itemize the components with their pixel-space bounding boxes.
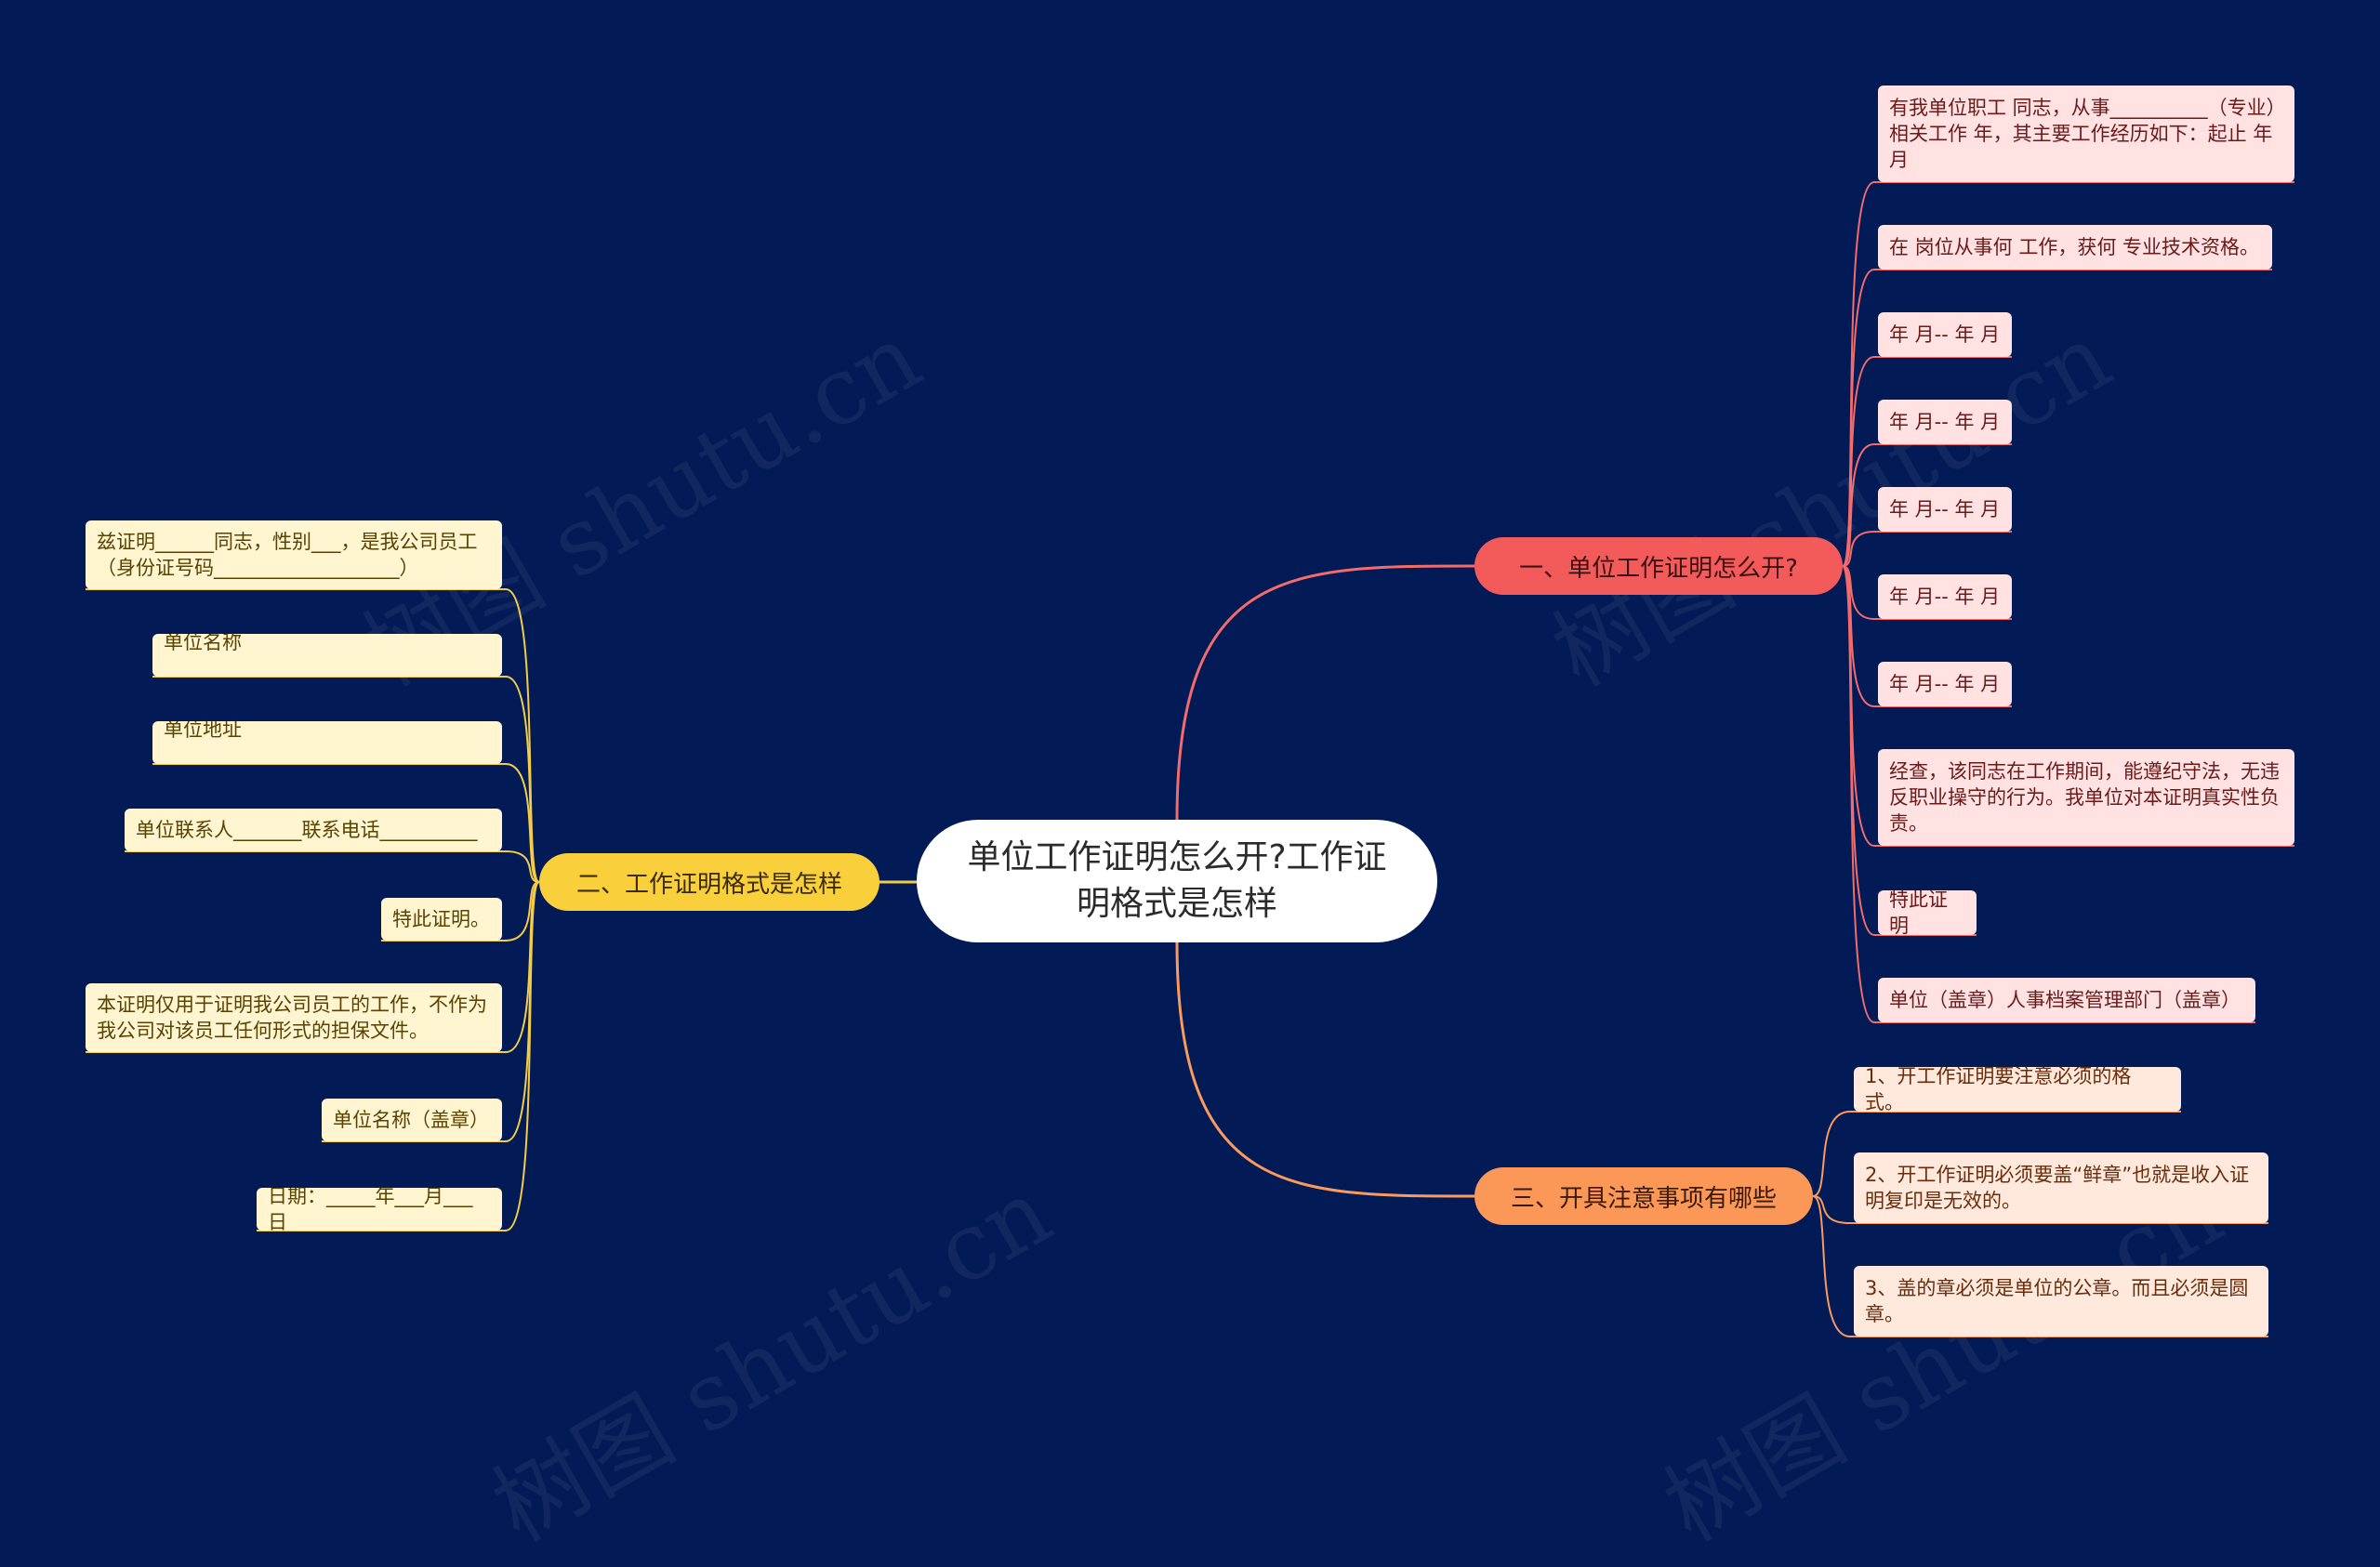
branch-notes[interactable]: 三、开具注意事项有哪些 <box>1474 1167 1813 1225</box>
leaf-item[interactable]: 1、开工作证明要注意必须的格式。 <box>1854 1067 2181 1112</box>
link-leaf <box>152 676 540 883</box>
link-leaf <box>1812 1195 2268 1337</box>
link-leaf <box>1842 565 2012 707</box>
link-leaf <box>125 850 540 883</box>
branch-how-to-issue[interactable]: 一、单位工作证明怎么开? <box>1474 537 1843 595</box>
mindmap-canvas: 树图 shutu.cn 树图 shutu.cn 树图 shutu.cn 树图 s… <box>86 86 2294 1562</box>
leaf-item[interactable]: 本证明仅用于证明我公司员工的工作，不作为我公司对该员工任何形式的担保文件。 <box>86 983 502 1052</box>
link-leaf <box>152 763 540 883</box>
leaf-item[interactable]: 单位联系人_______联系电话__________ <box>125 809 502 851</box>
link-root-branch1 <box>1175 564 1475 821</box>
leaf-item[interactable]: 2、开工作证明必须要盖“鲜章”也就是收入证明复印是无效的。 <box>1854 1152 2268 1223</box>
link-leaf <box>1842 443 2012 567</box>
link-leaf <box>1842 565 2255 1023</box>
leaf-item[interactable]: 日期：_____年___月___日 <box>257 1188 502 1231</box>
link-leaf <box>1842 531 2012 567</box>
leaf-item[interactable]: 年 月-- 年 月 <box>1878 662 2012 706</box>
leaf-item[interactable]: 有我单位职工 同志，从事__________（专业）相关工作 年，其主要工作经历… <box>1878 86 2294 182</box>
link-leaf <box>381 881 540 942</box>
leaf-item[interactable]: 年 月-- 年 月 <box>1878 312 2012 357</box>
leaf-item[interactable]: 单位（盖章）人事档案管理部门（盖章） <box>1878 978 2255 1022</box>
leaf-item[interactable]: 经查，该同志在工作期间，能遵纪守法，无违反职业操守的行为。我单位对本证明真实性负… <box>1878 749 2294 846</box>
leaf-item[interactable]: 年 月-- 年 月 <box>1878 487 2012 532</box>
root-topic[interactable]: 单位工作证明怎么开?工作证明格式是怎样 <box>917 820 1437 942</box>
link-leaf <box>1812 1111 2181 1197</box>
link-root-branch3 <box>1175 942 1475 1198</box>
link-leaf <box>1812 1195 2268 1224</box>
leaf-item[interactable]: 单位名称___________________________ <box>152 634 502 677</box>
link-leaf <box>1842 565 2012 620</box>
leaf-item[interactable]: 特此证明 <box>1878 890 1977 935</box>
leaf-item[interactable]: 单位地址___________________________ <box>152 721 502 764</box>
leaf-item[interactable]: 特此证明。 <box>381 898 502 941</box>
leaf-item[interactable]: 兹证明______同志，性别___，是我公司员工（身份证号码__________… <box>86 520 502 589</box>
leaf-item[interactable]: 年 月-- 年 月 <box>1878 574 2012 619</box>
leaf-item[interactable]: 3、盖的章必须是单位的公章。而且必须是圆章。 <box>1854 1266 2268 1337</box>
branch-format[interactable]: 二、工作证明格式是怎样 <box>539 853 879 911</box>
leaf-item[interactable]: 年 月-- 年 月 <box>1878 400 2012 444</box>
leaf-item[interactable]: 在 岗位从事何 工作，获何 专业技术资格。 <box>1878 225 2272 270</box>
connector-lines <box>86 181 2294 1337</box>
leaf-item[interactable]: 单位名称（盖章） <box>322 1099 502 1141</box>
link-leaf <box>257 881 540 1231</box>
link-leaf <box>1842 356 2012 567</box>
